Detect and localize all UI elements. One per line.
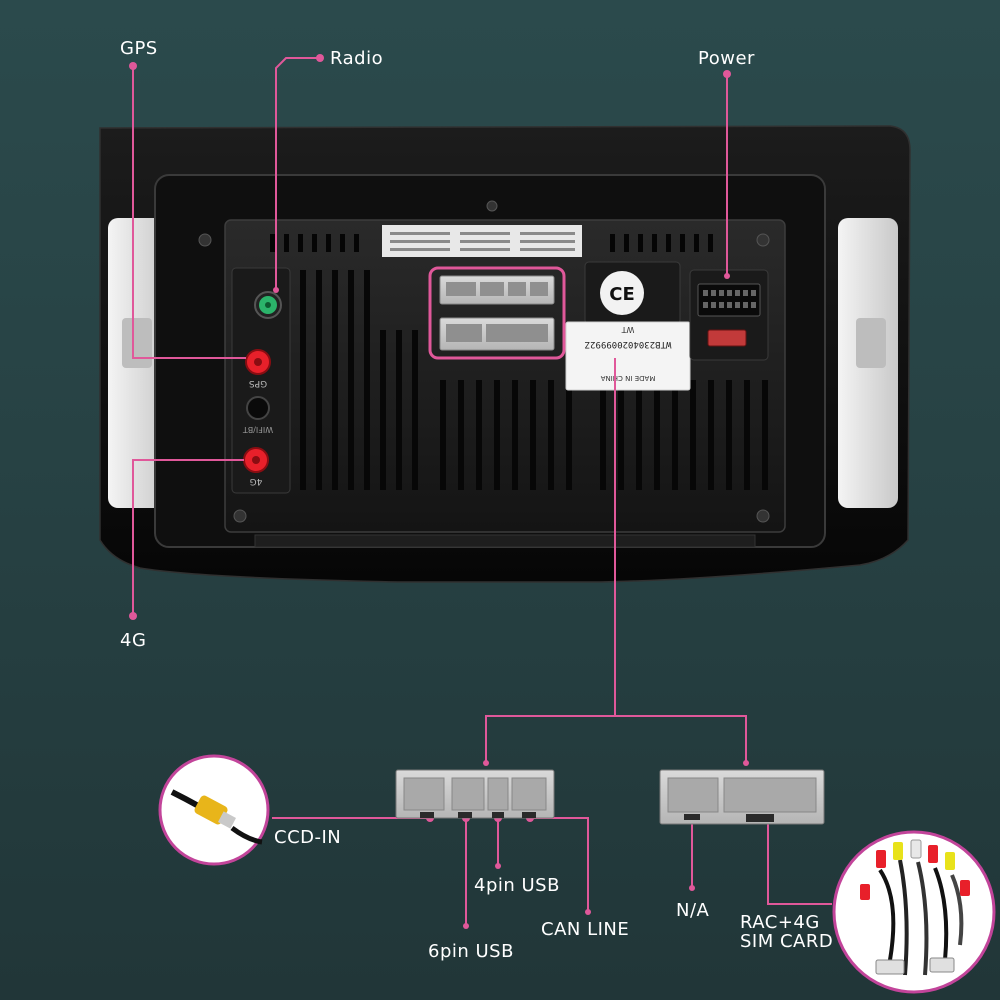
right-bracket-slot [856, 318, 886, 368]
right-connector [659, 769, 825, 825]
harness-socket-highlight [428, 266, 566, 360]
rca-plug-icon [158, 754, 270, 866]
fourg-port-print: 4G [250, 476, 263, 486]
screw [198, 233, 212, 247]
screw [756, 509, 770, 523]
can-line-label: CAN LINE [541, 919, 630, 940]
screw [756, 233, 770, 247]
gps-port-print: GPS [249, 378, 267, 388]
power-label: Power [698, 48, 755, 69]
power-connector [697, 283, 761, 317]
fourg-label: 4G [120, 630, 147, 651]
origin-print: MADE IN CHINA [600, 374, 655, 382]
usb6-label: 6pin USB [428, 941, 514, 962]
top-vents [270, 234, 713, 252]
usb4-label: 4pin USB [474, 875, 560, 896]
ce-mark: CE [609, 284, 635, 305]
ce-sticker [600, 271, 644, 315]
na-label: N/A [676, 900, 710, 921]
gps-label: GPS [120, 38, 158, 59]
wifi-port-print: WIFI/BT [243, 425, 273, 434]
power-fuse [707, 329, 747, 347]
left-bracket-slot [122, 318, 152, 368]
screw [233, 509, 247, 523]
callout-lines [132, 57, 832, 926]
wifi-port [246, 396, 270, 420]
antenna-block [231, 267, 291, 494]
radio-label: Radio [330, 48, 384, 69]
wiring-harness-icon [832, 830, 996, 994]
sticker-prefix: WT [621, 325, 634, 334]
serial-number: WTB230402009992Z [584, 339, 671, 349]
left-connector [395, 769, 555, 819]
rac-label-line2: SIM CARD [740, 931, 834, 952]
heatsink-fins [300, 270, 768, 490]
screw [486, 200, 498, 212]
head-unit: GPS WIFI/BT 4G CE WT WTB230402009992Z MA… [99, 125, 911, 583]
rac-label-line1: RAC+4G [740, 912, 820, 933]
bottom-rail [254, 534, 756, 548]
ccd-in-label: CCD-IN [274, 827, 342, 848]
